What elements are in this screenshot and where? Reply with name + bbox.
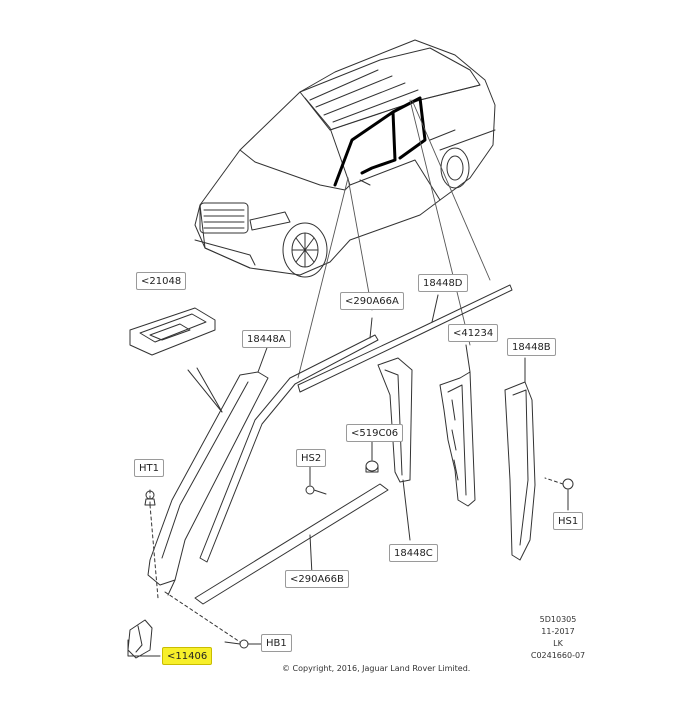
- seal-outline-front: [333, 110, 397, 187]
- callout-18448B: 18448B: [507, 338, 556, 356]
- part-290A66B: [194, 483, 389, 605]
- callout-HT1: HT1: [134, 459, 164, 477]
- drawing-metadata: 5D10305 11-2017 LK C0241660-07: [518, 614, 598, 662]
- part-18448D: [297, 284, 513, 393]
- callout-18448C: 18448C: [389, 544, 438, 562]
- fastener-HT1: [144, 489, 159, 599]
- callout-41234: <41234: [448, 324, 499, 342]
- callout-11406-highlighted[interactable]: <11406: [162, 647, 213, 665]
- fastener-HS1: [544, 477, 574, 511]
- callout-HB1: HB1: [261, 634, 292, 652]
- part-41234: [439, 344, 476, 507]
- seal-outline-rear: [391, 96, 427, 160]
- callout-18448A: 18448A: [242, 330, 291, 348]
- callout-519C06: <519C06: [346, 424, 404, 442]
- callout-18448D: 18448D: [418, 274, 468, 292]
- meta-ref: C0241660-07: [530, 651, 586, 660]
- fastener-HS2: [305, 464, 327, 495]
- vehicle-illustration: [194, 39, 496, 278]
- part-11406: [127, 619, 161, 659]
- callout-290A66A: <290A66A: [340, 292, 404, 310]
- part-519C06: [365, 439, 379, 473]
- callout-21048: <21048: [136, 272, 187, 290]
- part-18448C: [377, 357, 413, 541]
- part-290A66A: [199, 317, 379, 563]
- meta-code: 5D10305: [539, 615, 577, 624]
- part-18448A: [147, 344, 269, 596]
- callout-HS1: HS1: [553, 512, 584, 530]
- meta-date: 11-2017: [541, 627, 575, 636]
- part-21048: [129, 307, 223, 413]
- callout-HS2: HS2: [296, 449, 327, 467]
- copyright-notice: © Copyright, 2016, Jaguar Land Rover Lim…: [282, 664, 471, 673]
- callout-290A66B: <290A66B: [285, 570, 349, 588]
- meta-author: LK: [553, 639, 563, 648]
- leader-lines-vehicle: [297, 99, 491, 379]
- part-18448B: [504, 357, 536, 561]
- fastener-HB1: [164, 591, 263, 649]
